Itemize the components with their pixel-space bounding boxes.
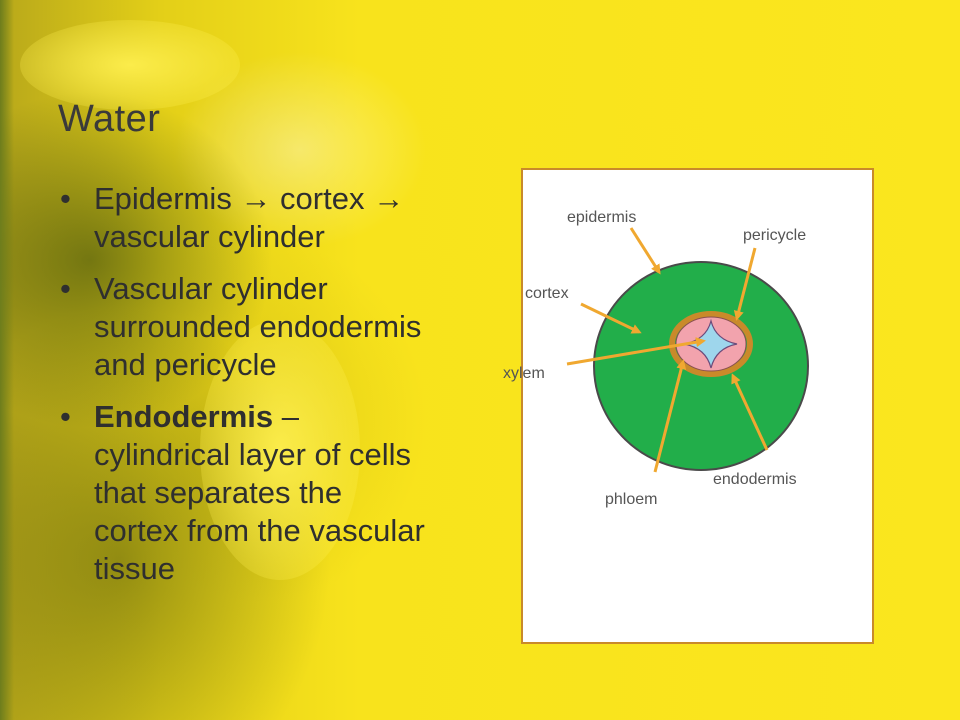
label-phloem: phloem (605, 491, 657, 508)
pericycle-arrow (733, 247, 757, 321)
label-pericycle: pericycle (743, 227, 806, 244)
bullet-text: Vascular cylinder surrounded endodermis … (94, 271, 422, 382)
label-cortex: cortex (525, 285, 569, 302)
sunflower-petal-decoration (20, 20, 240, 110)
epidermis-arrow (629, 227, 661, 275)
bullet-glyph: • (60, 271, 71, 306)
slide-title: Water (58, 98, 161, 140)
label-xylem: xylem (503, 365, 545, 382)
phloem-arrow (653, 359, 687, 473)
endodermis-arrow (731, 373, 769, 451)
left-frame-edge (0, 0, 14, 720)
bullet-text: Epidermis → cortex → vascular cylinder (94, 181, 405, 254)
cortex-arrow (580, 302, 642, 334)
bullet-list: • Epidermis → cortex → vascular cylinder… (60, 180, 430, 602)
sunflower-petal-decoration (200, 320, 360, 580)
bullet-item: • Epidermis → cortex → vascular cylinder (60, 180, 430, 256)
bullet-text: – cylindrical layer of cells that separa… (94, 399, 425, 586)
label-epidermis: epidermis (567, 209, 636, 226)
bullet-item: • Endodermis – cylindrical layer of cell… (60, 398, 430, 588)
bullet-item: • Vascular cylinder surrounded endodermi… (60, 270, 430, 384)
bullet-glyph: • (60, 399, 71, 434)
label-endodermis: endodermis (713, 471, 797, 488)
xylem-arrow (566, 337, 706, 366)
endodermis-ring (669, 311, 753, 377)
diagram-svg: epidermis pericycle cortex xylem endoder… (503, 209, 809, 508)
root-cross-section-diagram: epidermis pericycle cortex xylem endoder… (503, 168, 874, 644)
bullet-glyph: • (60, 181, 71, 216)
bullet-bold-term: Endodermis (94, 399, 274, 434)
